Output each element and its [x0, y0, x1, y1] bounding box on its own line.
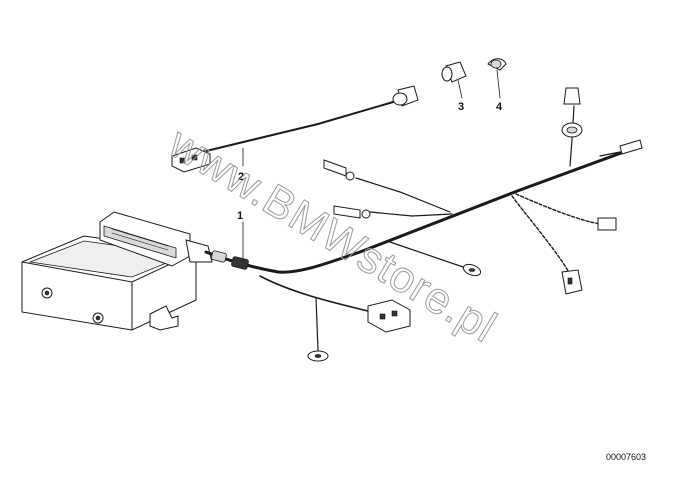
bulb-holder-part-3[interactable]	[441, 61, 467, 83]
twisted-pair-right[interactable]	[515, 193, 617, 231]
watermark-text: www.BMWstore.pl	[160, 118, 505, 352]
multi-pin-connector[interactable]	[99, 211, 213, 267]
sensor-lead-middle[interactable]	[333, 205, 453, 219]
callout-1: 1	[237, 210, 243, 222]
callout-3: 3	[458, 101, 464, 113]
rod-lead-right[interactable]	[599, 139, 643, 157]
callout-2: 2	[238, 171, 244, 183]
cable-part-2[interactable]	[171, 85, 419, 173]
ground-eyelet-lower[interactable]	[307, 350, 329, 362]
twisted-pair-lower[interactable]	[511, 195, 583, 295]
flat-plug-connector[interactable]	[367, 299, 411, 333]
callout-leaders	[242, 69, 501, 263]
sensor-lead-upper[interactable]	[323, 159, 451, 213]
diagram-part-number: 00007603	[606, 452, 646, 462]
callout-4: 4	[496, 101, 503, 113]
ground-eyelet-center[interactable]	[389, 241, 482, 278]
round-sensor-connector[interactable]	[561, 87, 583, 167]
bulb-part-4[interactable]	[487, 58, 507, 71]
main-harness[interactable]	[204, 144, 642, 351]
